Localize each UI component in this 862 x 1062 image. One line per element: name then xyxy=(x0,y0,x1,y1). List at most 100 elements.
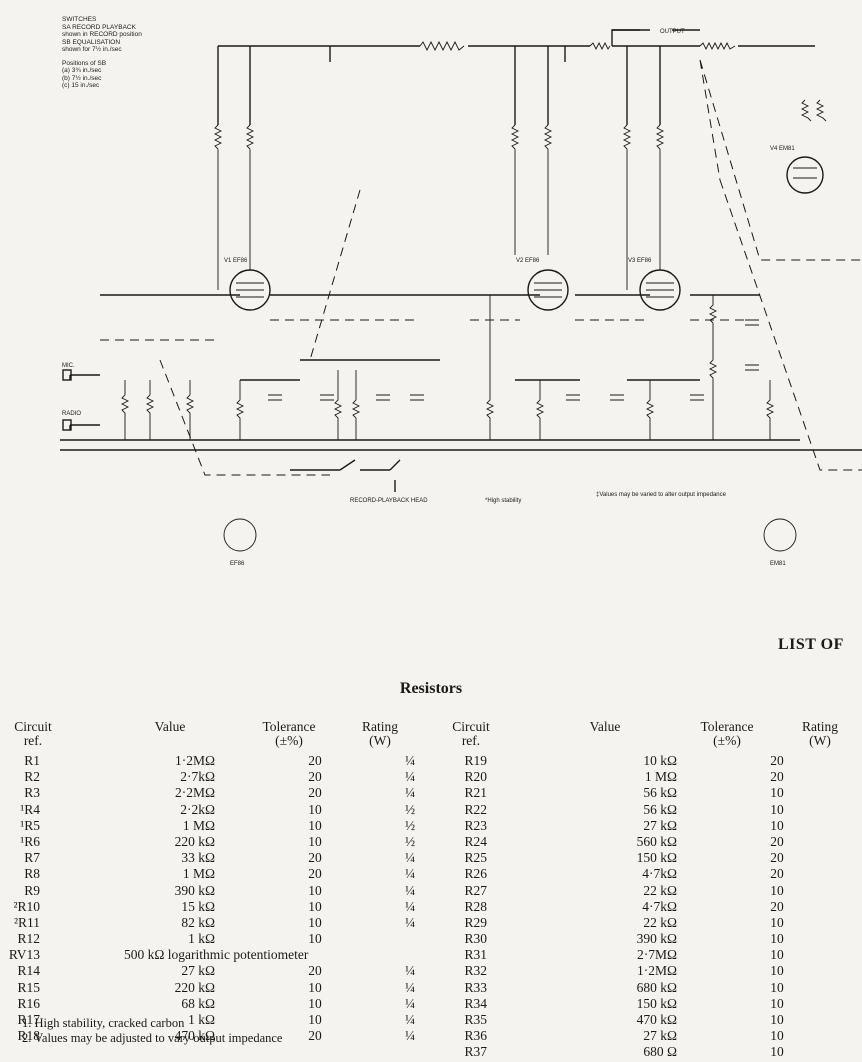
cell-ref: R36 xyxy=(464,1028,487,1044)
cell-tolerance: 10 xyxy=(770,1044,784,1060)
cell-tolerance: 10 xyxy=(770,995,784,1011)
header-rating-right: Rating (W) xyxy=(800,720,840,748)
label-base-ef86: EF86 xyxy=(230,561,245,567)
footnote-2: 2. Values may be adjusted to vary output… xyxy=(22,1030,283,1045)
cell-ref: R18 xyxy=(17,1028,40,1044)
header-text: ref. xyxy=(23,733,43,748)
cell-value: 2·7kΩ xyxy=(180,769,215,785)
header-text: Circuit xyxy=(452,719,490,734)
list-heading: LIST OF xyxy=(778,636,844,653)
header-value-left: Value xyxy=(154,719,186,734)
cell-ref: R33 xyxy=(464,979,487,995)
cell-value: 10 kΩ xyxy=(643,753,677,768)
cell-ref: R23 xyxy=(464,817,487,833)
cell-ref: R3 xyxy=(24,785,40,801)
header-text: (±%) xyxy=(713,733,741,748)
cell-tolerance: 10 xyxy=(770,882,784,898)
cell-tolerance: 10 xyxy=(770,1012,784,1027)
cell-value: 220 kΩ xyxy=(174,833,215,849)
legend-line: Positions of SB xyxy=(62,59,107,67)
label-radio: RADIO xyxy=(62,411,81,417)
cell-tolerance: 20 xyxy=(770,833,784,849)
label-high-stability: *High stability xyxy=(485,498,521,504)
cell-ref: ¹R6 xyxy=(20,833,40,849)
header-value-right: Value xyxy=(589,719,621,734)
label-head: RECORD-PLAYBACK HEAD xyxy=(350,498,428,504)
cell-tolerance: 10 xyxy=(770,785,784,801)
cell-rating: ¼ xyxy=(404,1028,416,1044)
header-tolerance-right: Tolerance (±%) xyxy=(693,720,761,748)
cell-value: 4·7kΩ xyxy=(642,898,677,914)
header-text: Tolerance xyxy=(700,719,754,734)
cell-ref: R22 xyxy=(464,801,487,817)
cell-value: 15 kΩ xyxy=(181,898,215,914)
cell-value: 2·2MΩ xyxy=(174,785,215,801)
cell-ref: R9 xyxy=(24,882,40,898)
cell-rating: ¼ xyxy=(404,898,416,914)
cell-ref: R27 xyxy=(464,882,487,898)
cell-value: 22 kΩ xyxy=(643,882,677,898)
cell-ref: R16 xyxy=(17,995,40,1011)
cell-ref: R17 xyxy=(17,1012,40,1027)
cell-ref: R7 xyxy=(24,850,40,866)
header-text: Rating xyxy=(802,719,838,734)
cell-tolerance: 10 xyxy=(308,979,322,995)
cell-value: 220 kΩ xyxy=(174,979,215,995)
cell-tolerance: 20 xyxy=(308,963,322,979)
footnote-1: 1. High stability, cracked carbon xyxy=(22,1016,185,1030)
header-text: Tolerance xyxy=(262,719,316,734)
legend-line: (b) 7½ in./sec xyxy=(62,74,102,82)
cell-tolerance: 10 xyxy=(308,995,322,1011)
cell-value: 27 kΩ xyxy=(181,963,215,979)
cell-ref: R37 xyxy=(464,1044,487,1060)
cell-tolerance: 10 xyxy=(308,1012,322,1027)
label-base-em81: EM81 xyxy=(770,561,786,567)
cell-tolerance: 20 xyxy=(770,769,784,785)
cell-ref: R31 xyxy=(464,947,487,963)
cell-rating: ½ xyxy=(404,817,416,833)
cell-ref: R34 xyxy=(464,995,487,1011)
cell-rating: ½ xyxy=(404,833,416,849)
cell-tolerance: 10 xyxy=(770,817,784,833)
cell-ref: R20 xyxy=(464,769,487,785)
cell-ref: ²R10 xyxy=(13,898,40,914)
cell-ref: R1 xyxy=(24,753,40,768)
legend-line: (a) 3¾ in./sec xyxy=(62,67,102,74)
header-tolerance-left: Tolerance (±%) xyxy=(255,720,323,748)
cell-rating: ¼ xyxy=(404,785,416,801)
cell-value: 500 kΩ logarithmic potentiometer xyxy=(124,947,309,963)
header-text: (W) xyxy=(809,733,831,748)
header-text: Circuit xyxy=(14,719,52,734)
cell-value: 1 kΩ xyxy=(188,931,215,947)
circuit-schematic: OUTPUT MIC. RADIO RECORD-PLAYBACK HEAD *… xyxy=(60,29,862,567)
header-text: (±%) xyxy=(275,733,303,748)
cell-rating: ¼ xyxy=(404,882,416,898)
cell-value: 27 kΩ xyxy=(643,1028,677,1044)
cell-value: 470 kΩ xyxy=(636,1012,677,1027)
cell-tolerance: 20 xyxy=(770,850,784,866)
cell-ref: ¹R4 xyxy=(20,801,40,817)
cell-tolerance: 20 xyxy=(770,866,784,882)
cell-value: 1·2MΩ xyxy=(174,753,215,768)
cell-rating: ¼ xyxy=(404,995,416,1011)
cell-value: 470 kΩ xyxy=(174,1028,215,1044)
